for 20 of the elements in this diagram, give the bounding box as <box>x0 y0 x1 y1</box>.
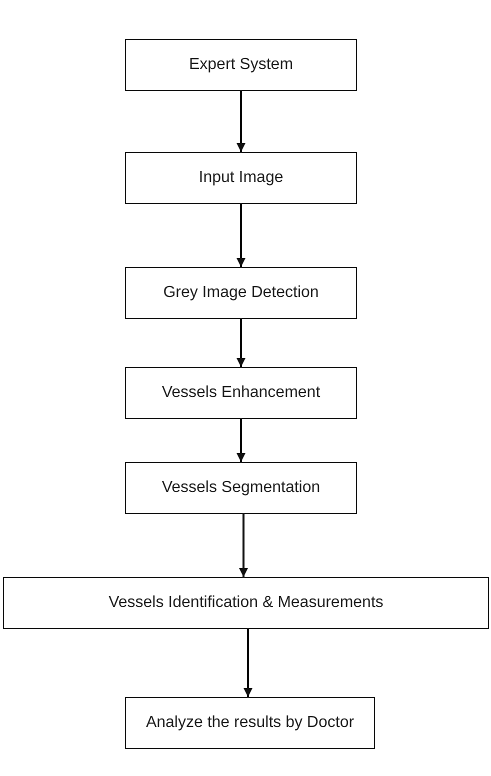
arrow <box>239 514 248 577</box>
box-label: Input Image <box>198 169 284 187</box>
box-label: Vessels Identification & Measurements <box>108 594 384 612</box>
box-label: Grey Image Detection <box>163 284 319 302</box>
box-label: Analyze the results by Doctor <box>146 714 354 732</box>
process-box <box>125 267 357 319</box>
process-box <box>3 577 489 629</box>
arrow <box>236 91 246 152</box>
process-box <box>125 462 357 514</box>
arrow <box>244 629 252 697</box>
box-label: Expert System <box>188 56 294 74</box>
box-label: Vessels Enhancement <box>162 384 320 402</box>
process-box <box>125 367 357 419</box>
arrow <box>236 319 246 367</box>
arrow <box>236 204 246 267</box>
box-label: Vessels Segmentation <box>162 479 320 497</box>
process-box <box>125 39 357 91</box>
process-box <box>125 697 375 749</box>
arrow <box>236 419 246 462</box>
process-box <box>125 152 357 204</box>
